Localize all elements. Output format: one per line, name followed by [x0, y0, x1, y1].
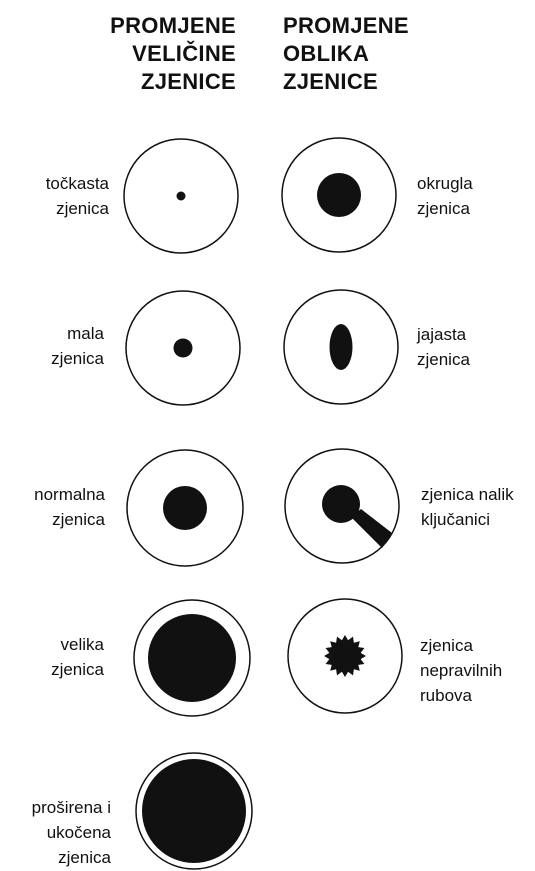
eye-round-pupil	[281, 137, 397, 253]
label-normal-pupil: normalna zjenica	[34, 482, 105, 532]
label-line: rubova	[420, 686, 472, 705]
pupil	[317, 173, 361, 217]
label-line: zjenica	[56, 199, 109, 218]
pupil	[163, 486, 207, 530]
label-line: zjenica	[51, 660, 104, 679]
pupil	[173, 338, 193, 358]
label-line: zjenica	[417, 199, 470, 218]
pupil	[142, 759, 246, 863]
label-line: proširena i	[31, 798, 111, 817]
label-line: zjenica	[51, 349, 104, 368]
label-large-pupil: velika zjenica	[51, 632, 104, 682]
keyhole-notch	[351, 509, 392, 548]
heading-line: VELIČINE	[132, 41, 236, 66]
label-irregular-pupil: zjenica nepravilnih rubova	[420, 633, 502, 708]
label-oval-pupil: jajasta zjenica	[417, 322, 470, 372]
label-line: normalna	[34, 485, 105, 504]
label-line: zjenica	[417, 350, 470, 369]
label-dilated-fixed-pupil: proširena i ukočena zjenica	[32, 795, 111, 870]
eye-pinpoint-pupil	[123, 138, 239, 254]
label-keyhole-pupil: zjenica nalik ključanici	[421, 482, 514, 532]
label-line: okrugla	[417, 174, 473, 193]
eye-oval-pupil	[283, 289, 399, 405]
label-line: zjenica nalik	[421, 485, 514, 504]
heading-line: ZJENICE	[283, 69, 379, 94]
label-line: točkasta	[45, 174, 109, 193]
heading-line: OBLIKA	[283, 41, 370, 66]
label-pinpoint-pupil: točkasta zjenica	[46, 171, 109, 221]
label-line: zjenica	[58, 848, 111, 867]
heading-size-changes: PROMJENE VELIČINE ZJENICE	[110, 12, 236, 96]
eye-dilated-fixed-pupil	[135, 752, 253, 870]
label-line: mala	[67, 324, 104, 343]
pupil	[176, 191, 186, 201]
label-line: zjenica	[52, 510, 105, 529]
label-round-pupil: okrugla zjenica	[417, 171, 473, 221]
pupil-irregular-edge	[324, 635, 366, 677]
label-line: zjenica	[420, 636, 473, 655]
pupil	[329, 324, 353, 370]
pupil	[148, 614, 236, 702]
label-line: velika	[60, 635, 104, 654]
label-line: jajasta	[417, 325, 467, 344]
eye-irregular-pupil	[287, 598, 403, 714]
label-line: nepravilnih	[420, 661, 503, 680]
eye-normal-pupil	[126, 449, 244, 567]
label-line: ukočena	[46, 823, 111, 842]
heading-line: ZJENICE	[140, 69, 236, 94]
eye-large-pupil	[133, 599, 251, 717]
heading-shape-changes: PROMJENE OBLIKA ZJENICE	[283, 12, 409, 96]
heading-line: PROMJENE	[110, 13, 236, 38]
eye-keyhole-pupil	[284, 448, 400, 564]
label-line: ključanici	[421, 510, 490, 529]
label-small-pupil: mala zjenica	[51, 321, 104, 371]
eye-small-pupil	[125, 290, 241, 406]
pupil	[322, 485, 360, 523]
heading-line: PROMJENE	[283, 13, 409, 38]
